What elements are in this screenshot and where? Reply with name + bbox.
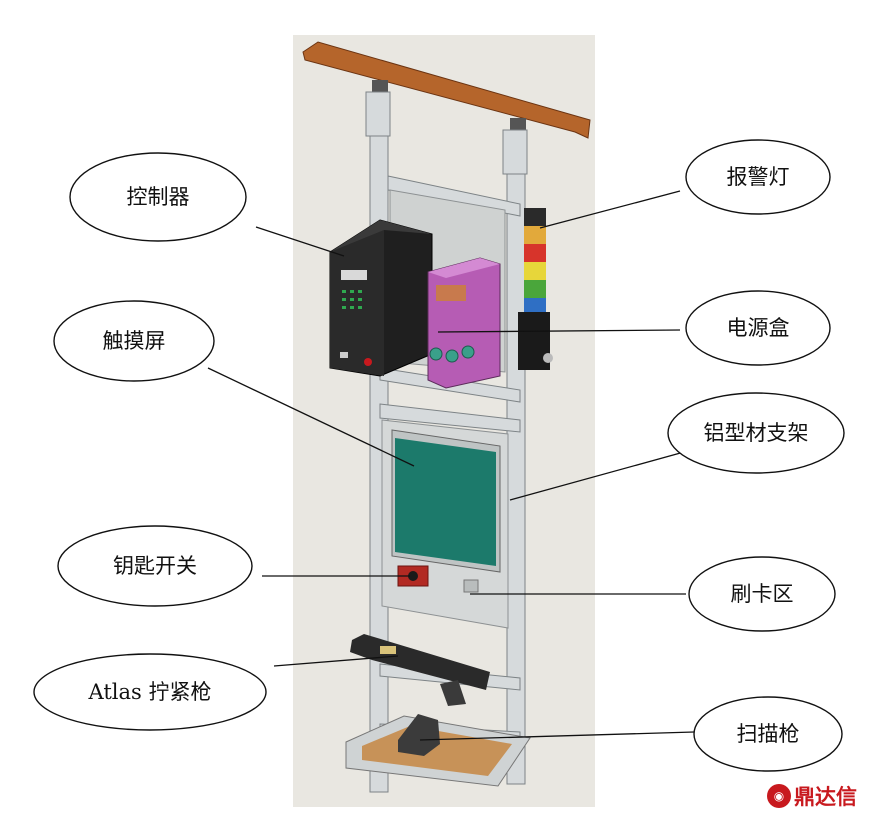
controller-device [329,219,433,377]
callout-key-switch: 钥匙开关 [57,525,253,607]
callout-label: 钥匙开关 [113,554,197,578]
callout-scanner: 扫描枪 [693,696,843,772]
card-reader-device [463,579,479,593]
leader-lines [207,190,695,741]
callout-controller: 控制器 [69,152,247,242]
callout-tightening-gun: Atlas 拧紧枪 [33,653,267,731]
tightening-gun-device [350,634,490,706]
callout-power-box: 电源盒 [685,290,831,366]
callout-label: Atlas 拧紧枪 [88,680,212,704]
touch-screen-device [391,429,501,573]
key-icon [408,571,418,581]
callout-alarm-light: 报警灯 [685,139,831,215]
callout-label: 报警灯 [727,165,790,189]
callout-label: 铝型材支架 [704,421,809,445]
dingdaxin-logo-icon: ◉ [767,784,791,808]
callout-label: 触摸屏 [103,329,166,353]
callout-label: 扫描枪 [737,722,800,746]
callout-label: 电源盒 [727,316,790,340]
scanner-tray [345,714,531,787]
callout-card-area: 刷卡区 [688,556,836,632]
power-box-device [427,257,501,389]
brand-text: 鼎达信 [794,785,857,809]
callout-label: 刷卡区 [731,582,794,606]
callout-frame: 铝型材支架 [667,392,845,474]
callout-label: 控制器 [127,185,190,209]
top-rail [302,41,591,139]
callout-touch-screen: 触摸屏 [53,300,215,382]
alarm-light-tower [518,208,553,370]
brand-watermark: ◉ 鼎达信 [767,781,857,811]
